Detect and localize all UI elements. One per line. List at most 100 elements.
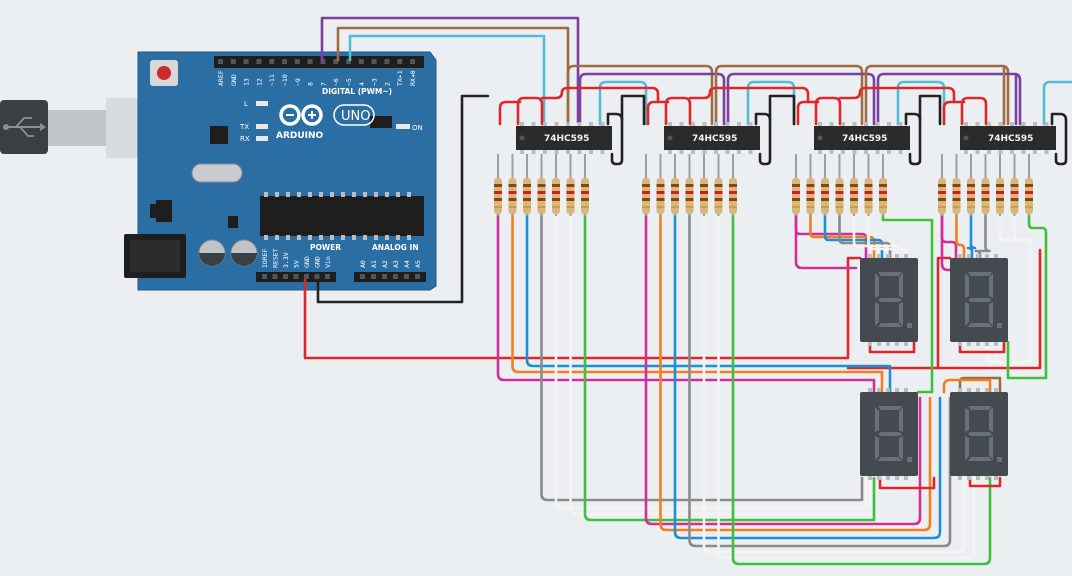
wire[interactable] (498, 100, 522, 126)
resistor[interactable] (996, 154, 1004, 216)
resistor[interactable] (938, 154, 946, 216)
wire[interactable] (688, 86, 810, 104)
shift-register-chip[interactable]: 74HC595 (664, 122, 760, 154)
wire[interactable] (320, 16, 580, 124)
wire[interactable] (583, 212, 876, 522)
wire[interactable] (796, 100, 820, 126)
wire[interactable] (876, 72, 1022, 126)
wire[interactable] (1050, 112, 1068, 166)
wire[interactable] (942, 378, 992, 394)
power-pin-socket[interactable] (262, 274, 267, 279)
digital-pin-socket[interactable] (410, 59, 415, 64)
wire[interactable] (569, 212, 872, 516)
resistor[interactable] (806, 154, 815, 216)
resistor[interactable] (714, 154, 723, 216)
wire[interactable] (936, 248, 1042, 370)
resistor[interactable] (537, 154, 546, 216)
shift-register-chip[interactable]: 74HC595 (814, 122, 910, 154)
wire[interactable] (525, 212, 892, 396)
resistor[interactable] (821, 154, 829, 216)
wire[interactable] (554, 212, 868, 510)
wire[interactable] (714, 64, 864, 126)
resistor[interactable] (792, 154, 800, 216)
wire[interactable] (768, 94, 796, 126)
wire[interactable] (994, 212, 1032, 364)
wire[interactable] (673, 212, 942, 540)
wire[interactable] (540, 212, 864, 502)
power-pin-socket[interactable] (293, 274, 299, 279)
resistor[interactable] (729, 154, 737, 216)
power-pin-socket[interactable] (283, 274, 288, 279)
analog-pin-socket[interactable] (382, 274, 387, 279)
digital-pin-socket[interactable] (269, 59, 275, 64)
wire[interactable] (1042, 80, 1072, 126)
wire[interactable] (540, 86, 660, 104)
wire[interactable] (726, 72, 876, 126)
wire[interactable] (516, 96, 544, 126)
analog-pin-socket[interactable] (371, 274, 376, 279)
resistor[interactable] (642, 154, 650, 216)
analog-pin-header[interactable] (354, 272, 426, 282)
wire[interactable] (644, 212, 922, 526)
analog-pin-socket[interactable] (393, 274, 398, 279)
resistor[interactable] (879, 154, 887, 216)
resistor[interactable] (700, 154, 708, 216)
wire[interactable] (731, 212, 992, 566)
resistor[interactable] (835, 154, 844, 216)
wire[interactable] (940, 212, 958, 264)
digital-pin-socket[interactable] (294, 59, 300, 64)
wire[interactable] (794, 212, 858, 270)
wire[interactable] (868, 340, 916, 354)
seven-segment-display[interactable]: 8. (860, 388, 918, 480)
wire[interactable] (646, 100, 670, 126)
wire[interactable] (620, 94, 646, 126)
wire[interactable] (303, 256, 862, 360)
wire[interactable] (878, 476, 936, 490)
wire[interactable] (578, 72, 726, 126)
power-pin-socket[interactable] (314, 274, 320, 279)
digital-pin-socket[interactable] (256, 59, 262, 64)
resistor[interactable] (508, 154, 517, 216)
seven-segment-display[interactable]: 8. (950, 254, 1008, 346)
resistor[interactable] (581, 154, 589, 216)
wire[interactable] (814, 96, 842, 126)
resistor[interactable] (566, 154, 575, 216)
resistor[interactable] (967, 154, 975, 216)
wire[interactable] (918, 94, 942, 126)
resistor[interactable] (671, 154, 679, 216)
wire[interactable] (1006, 212, 1048, 380)
wire[interactable] (659, 212, 932, 532)
wire[interactable] (881, 212, 934, 394)
analog-pin-socket[interactable] (360, 274, 365, 279)
shift-register-chip[interactable]: 74HC595 (960, 122, 1056, 154)
digital-pin-socket[interactable] (384, 59, 390, 64)
wire[interactable] (348, 34, 546, 124)
resistor[interactable] (656, 154, 665, 216)
digital-pin-socket[interactable] (397, 59, 403, 64)
digital-pin-socket[interactable] (218, 59, 223, 64)
digital-pin-socket[interactable] (358, 59, 364, 64)
usb-cable[interactable] (0, 98, 146, 158)
resistor[interactable] (552, 154, 560, 216)
wire[interactable] (688, 212, 952, 548)
resistor[interactable] (494, 154, 502, 216)
digital-pin-header[interactable] (214, 56, 424, 68)
wire[interactable] (598, 80, 648, 126)
wire[interactable] (511, 212, 884, 396)
wire[interactable] (867, 212, 908, 264)
seven-segment-display[interactable]: 8. (860, 254, 918, 346)
resistor[interactable] (981, 154, 990, 216)
wire[interactable] (968, 476, 1002, 488)
resistor[interactable] (864, 154, 873, 216)
analog-pin-socket[interactable] (415, 274, 420, 279)
digital-pin-socket[interactable] (320, 59, 326, 64)
wire[interactable] (664, 96, 692, 126)
seven-segment-display[interactable]: 8. (950, 388, 1008, 480)
wire[interactable] (717, 212, 976, 560)
power-pin-socket[interactable] (304, 274, 309, 279)
digital-pin-socket[interactable] (346, 59, 351, 64)
resistor[interactable] (952, 154, 961, 216)
wire[interactable] (896, 80, 946, 126)
digital-pin-socket[interactable] (333, 59, 339, 64)
